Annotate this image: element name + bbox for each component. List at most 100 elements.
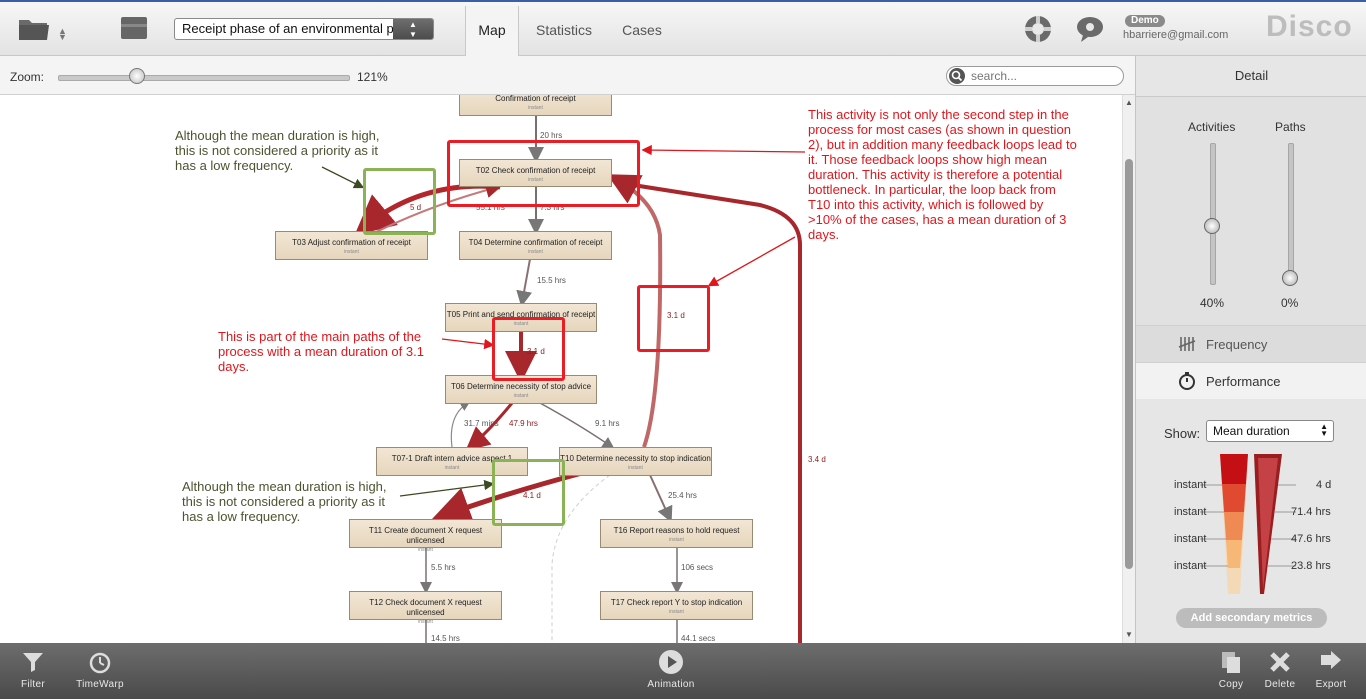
archive-icon[interactable] <box>120 14 148 42</box>
annotation-low-frequency: Although the mean duration is high, this… <box>182 479 387 524</box>
feedback-bug-icon[interactable] <box>1075 14 1105 44</box>
annotation-arrow-low-freq-2 <box>399 479 495 497</box>
tab-map[interactable]: Map <box>465 6 519 59</box>
export-button[interactable]: Export <box>1311 649 1351 690</box>
scrollbar-thumb[interactable] <box>1125 159 1133 569</box>
tab-cases-label: Cases <box>622 22 662 38</box>
edge-label: 31.7 mins <box>464 419 499 428</box>
zoom-label: Zoom: <box>10 70 45 84</box>
tab-cases[interactable]: Cases <box>610 6 674 58</box>
top-toolbar: ▲▼ Receipt phase of an environmental per… <box>0 0 1366 59</box>
paths-value: 0% <box>1281 296 1299 310</box>
paths-slider[interactable] <box>1288 143 1294 285</box>
activity-node-t04[interactable]: T04 Determine confirmation of receipt ins… <box>459 231 612 260</box>
metric-select[interactable]: Mean duration ▲▼ <box>1206 420 1334 442</box>
node-sub: instant <box>528 105 543 111</box>
search-input[interactable] <box>971 68 1116 84</box>
animation-button[interactable]: Animation <box>640 649 702 690</box>
detail-panel: Detail Activities Paths 40% 0% Frequency… <box>1135 56 1366 643</box>
activities-value: 40% <box>1200 296 1225 310</box>
node-label: T11 Create document X request unlicensed <box>368 526 483 545</box>
node-sub: instant <box>344 249 359 255</box>
scroll-down-icon[interactable]: ▼ <box>1125 630 1133 639</box>
node-label: Confirmation of receipt <box>495 95 576 103</box>
dataset-name: Receipt phase of an environmental permit… <box>182 21 433 36</box>
node-label: T05 Print and send confirmation of recei… <box>446 310 596 319</box>
detail-title: Detail <box>1234 68 1269 83</box>
filter-label: Filter <box>20 679 46 690</box>
highlight-box-main-path <box>492 317 565 381</box>
node-sub: instant <box>669 609 684 615</box>
scale-left-label: instant <box>1174 479 1207 491</box>
process-map-canvas[interactable]: Confirmation of receipt instant T02 Check… <box>0 95 1122 643</box>
annotation-low-frequency: Although the mean duration is high, this… <box>175 128 380 173</box>
activity-node-t10[interactable]: T10 Determine necessity to stop indicati… <box>559 447 712 476</box>
paths-slider-knob[interactable] <box>1282 270 1298 286</box>
edge-t10-t02-loop <box>606 174 663 448</box>
updown-icon[interactable]: ▲▼ <box>58 26 67 42</box>
scale-right-label: 47.6 hrs <box>1291 533 1331 545</box>
node-label: T02 Check confirmation of receipt <box>475 166 596 175</box>
timewarp-clock-icon <box>87 649 113 675</box>
tab-statistics[interactable]: Statistics <box>524 6 604 58</box>
dataset-select[interactable]: Receipt phase of an environmental permit… <box>174 18 434 40</box>
scale-left-label: instant <box>1174 506 1207 518</box>
node-sub: instant <box>418 547 433 553</box>
node-sub: instant <box>513 321 529 327</box>
app-logo: Disco <box>1266 10 1353 43</box>
tally-icon <box>1178 335 1196 353</box>
search-icon <box>949 68 965 84</box>
activities-label: Activities <box>1188 120 1236 134</box>
search-box[interactable] <box>946 66 1124 86</box>
node-sub: instant <box>444 465 460 471</box>
activities-slider-knob[interactable] <box>1204 218 1220 234</box>
edge-label: 44.1 secs <box>681 634 716 643</box>
add-secondary-metrics-button[interactable]: Add secondary metrics <box>1176 608 1327 628</box>
highlight-box-low-frequency <box>492 459 565 526</box>
node-sub: instant <box>628 465 643 471</box>
activity-node-t11[interactable]: T11 Create document X request unlicensed… <box>349 519 502 553</box>
edge-t06-t07 <box>465 402 514 451</box>
activities-slider[interactable] <box>1210 143 1216 285</box>
node-label: T04 Determine confirmation of receipt <box>468 238 603 247</box>
zoom-slider[interactable] <box>58 75 350 81</box>
edge-label: 55.1 hrs <box>476 203 505 212</box>
edge-t03-t02 <box>369 182 502 236</box>
edge-label: 3.1 d <box>667 311 685 320</box>
edge-label: 5.5 hrs <box>431 563 456 572</box>
node-sub: instant <box>528 249 543 255</box>
edge-label: 20 hrs <box>540 131 563 140</box>
performance-label: Performance <box>1206 374 1281 389</box>
frequency-mode-button[interactable]: Frequency <box>1136 325 1366 362</box>
annotation-arrow-bottleneck-1 <box>641 144 806 156</box>
edge-label: 15.5 hrs <box>537 276 566 285</box>
timewarp-button[interactable]: TimeWarp <box>72 649 128 690</box>
chevron-updown-icon: ▲▼ <box>393 19 433 39</box>
copy-label: Copy <box>1218 679 1244 690</box>
slider-area: Activities Paths 40% 0% <box>1136 96 1366 327</box>
activity-node-confirmation[interactable]: Confirmation of receipt instant <box>459 95 612 116</box>
open-folder-icon[interactable] <box>18 14 50 42</box>
zoom-slider-knob[interactable] <box>129 68 146 84</box>
tab-map-label: Map <box>478 22 506 38</box>
user-email[interactable]: hbarriere@gmail.com <box>1123 29 1229 41</box>
node-sub: instant <box>669 537 684 543</box>
scroll-up-icon[interactable]: ▲ <box>1125 98 1133 107</box>
help-lifebuoy-icon[interactable] <box>1023 14 1053 44</box>
zoom-bar: Zoom: 121% <box>0 56 1135 95</box>
delete-button[interactable]: Delete <box>1260 649 1300 690</box>
edge-label: 9.1 hrs <box>595 419 620 428</box>
annotation-arrow-bottleneck-2 <box>707 236 796 287</box>
filter-button[interactable]: Filter <box>14 649 52 690</box>
duration-scale-legend <box>1200 454 1296 594</box>
vertical-scrollbar[interactable]: ▲ ▼ <box>1122 95 1135 643</box>
scale-right-label: 23.8 hrs <box>1291 560 1331 572</box>
copy-button[interactable]: Copy <box>1214 649 1248 690</box>
performance-mode-button[interactable]: Performance <box>1136 362 1366 399</box>
edge-label: 7.3 hrs <box>540 203 565 212</box>
